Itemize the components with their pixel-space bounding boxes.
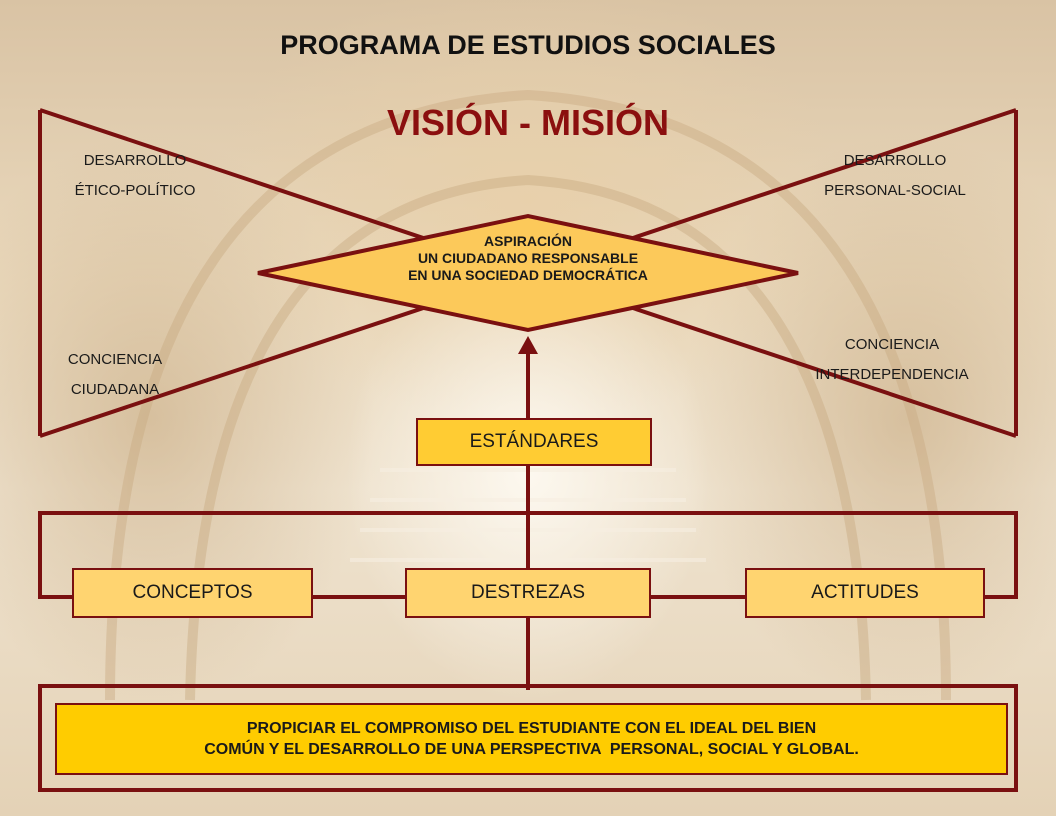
page-title: PROGRAMA DE ESTUDIOS SOCIALES: [280, 30, 776, 60]
label-personal-social: DESARROLLO PERSONAL-SOCIAL: [824, 152, 966, 199]
aspiration-text: ASPIRACIÓN UN CIUDADANO RESPONSABLE EN U…: [408, 233, 648, 283]
background-arches: [105, 89, 951, 701]
concepts-box: CONCEPTOS: [72, 568, 313, 618]
goal-statement: PROPICIAR EL COMPROMISO DEL ESTUDIANTE C…: [55, 703, 1008, 775]
standards-box: ESTÁNDARES: [416, 418, 652, 466]
attitudes-box: ACTITUDES: [745, 568, 985, 618]
goal-frame: [38, 684, 1018, 792]
standards-arrow: [518, 336, 538, 418]
skills-box: DESTREZAS: [405, 568, 651, 618]
label-citizen-awareness: CONCIENCIA CIUDADANA: [67, 351, 163, 398]
vision-mission-heading: VISIÓN - MISIÓN: [386, 102, 670, 143]
label-interdependence: CONCIENCIA INTERDEPENDENCIA: [815, 336, 969, 383]
label-ethical-political: DESARROLLO ÉTICO-POLÍTICO: [74, 152, 196, 199]
components-frame: [38, 511, 1018, 599]
aspiration-diamond: [257, 213, 799, 333]
